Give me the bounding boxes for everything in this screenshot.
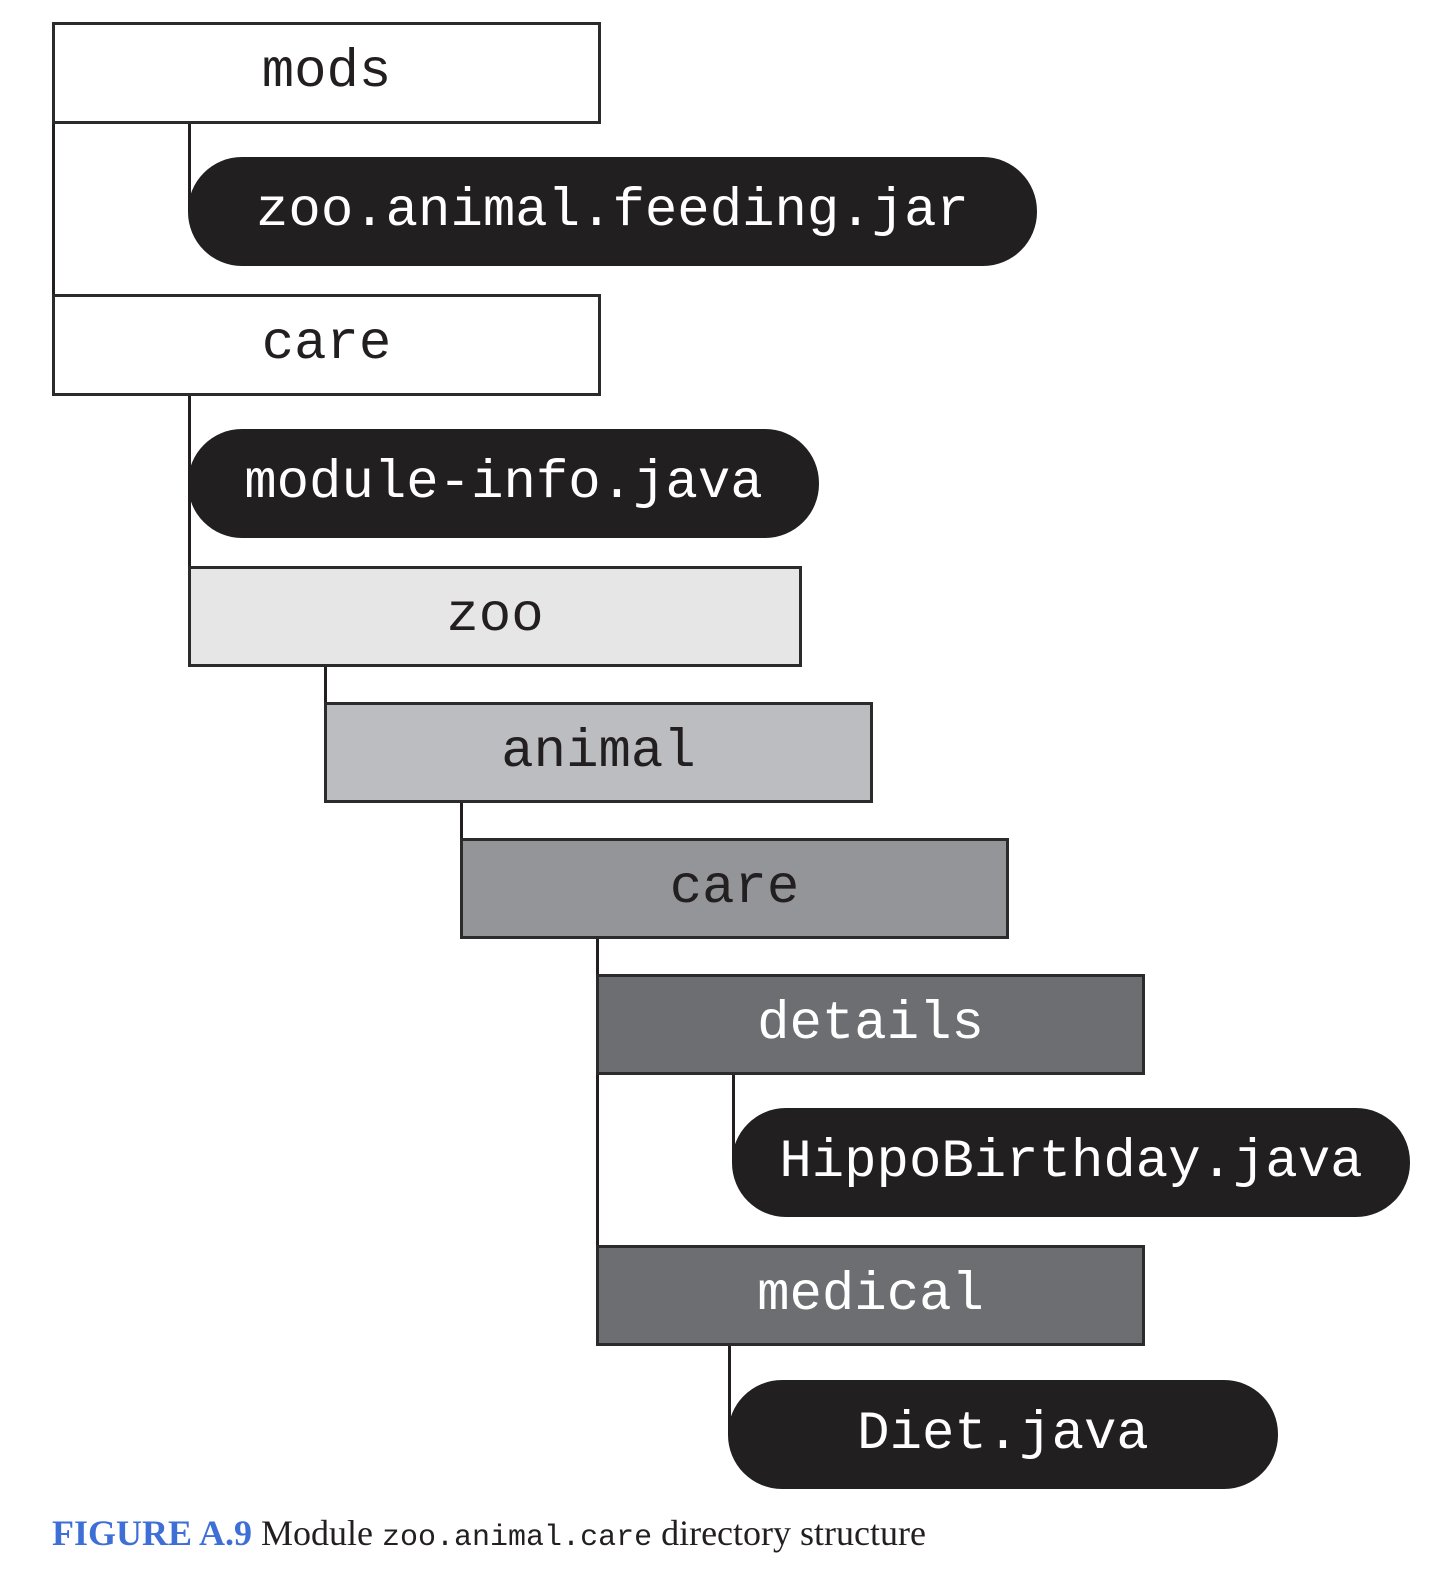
dir-zoo-label: zoo xyxy=(446,585,544,647)
caption-text-before: Module xyxy=(261,1513,374,1553)
connector-medical-diet xyxy=(728,1344,731,1434)
connector-animal-care xyxy=(460,801,463,841)
dir-details: details xyxy=(596,974,1145,1075)
dir-medical: medical xyxy=(596,1245,1145,1346)
dir-animal-label: animal xyxy=(501,721,696,783)
connector-mods-jar xyxy=(188,122,191,212)
dir-care-root-label: care xyxy=(261,314,392,375)
dir-mods-label: mods xyxy=(261,42,392,103)
dir-details-label: details xyxy=(757,993,984,1055)
connector-details-hippo xyxy=(732,1073,735,1163)
figure-caption: FIGURE A.9 Module zoo.animal.care direct… xyxy=(52,1512,926,1555)
file-hippobirthday-java-label: HippoBirthday.java xyxy=(779,1131,1363,1193)
file-module-info-java: module-info.java xyxy=(188,429,819,538)
dir-care-pkg: care xyxy=(460,838,1009,939)
caption-text-after: directory structure xyxy=(661,1513,926,1553)
dir-care-root: care xyxy=(52,294,601,396)
file-diet-java-label: Diet.java xyxy=(857,1403,1149,1465)
dir-care-pkg-label: care xyxy=(669,857,800,919)
dir-mods: mods xyxy=(52,22,601,124)
connector-zoo-animal xyxy=(324,665,327,705)
file-diet-java: Diet.java xyxy=(728,1380,1278,1489)
connector-care-spine-inner xyxy=(596,937,599,1249)
figure-label: FIGURE A.9 xyxy=(52,1513,253,1553)
caption-code: zoo.animal.care xyxy=(382,1521,653,1555)
file-zoo-animal-feeding-jar-label: zoo.animal.feeding.jar xyxy=(256,180,969,242)
file-hippobirthday-java: HippoBirthday.java xyxy=(732,1108,1410,1217)
connector-mods-spine xyxy=(52,122,55,298)
dir-medical-label: medical xyxy=(757,1264,984,1326)
dir-zoo: zoo xyxy=(188,566,802,667)
dir-animal: animal xyxy=(324,702,873,803)
file-zoo-animal-feeding-jar: zoo.animal.feeding.jar xyxy=(188,157,1037,266)
file-module-info-java-label: module-info.java xyxy=(244,452,763,514)
